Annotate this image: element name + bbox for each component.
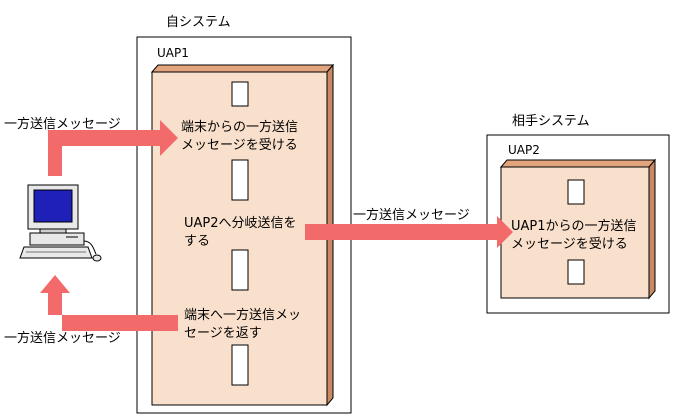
uap1-step-branch-line2: する bbox=[184, 234, 211, 249]
uap2-step-receive-line2: メッセージを受ける bbox=[511, 237, 628, 252]
incoming-message-label: 一方送信メッセージ bbox=[4, 117, 121, 132]
uap1-step-branch: UAP2へ分岐送信を する bbox=[184, 215, 297, 251]
branch-message-label: 一方送信メッセージ bbox=[353, 208, 470, 223]
uap1-slot-1 bbox=[231, 81, 249, 107]
uap2-step-receive-line1: UAP1からの一方送信 bbox=[511, 219, 637, 234]
uap1-block bbox=[150, 63, 335, 407]
own-system-title: 自システム bbox=[166, 15, 231, 30]
outgoing-message-label: 一方送信メッセージ bbox=[4, 331, 121, 346]
uap1-slot-3 bbox=[231, 249, 249, 291]
uap2-slot-1 bbox=[567, 179, 585, 205]
uap1-label: UAP1 bbox=[157, 46, 189, 60]
incoming-arrow bbox=[48, 120, 178, 176]
uap1-step-receive-line2: メッセージを受ける bbox=[181, 138, 298, 153]
uap1-step-receive: 端末からの一方送信 メッセージを受ける bbox=[181, 119, 298, 155]
desktop-computer-icon bbox=[19, 184, 102, 262]
uap1-slot-2 bbox=[231, 159, 249, 201]
outgoing-arrow bbox=[40, 275, 178, 331]
uap1-step-reply-line1: 端末へ一方送信メッ bbox=[184, 308, 302, 323]
uap2-slot-2 bbox=[567, 259, 585, 285]
partner-system-title: 相手システム bbox=[512, 114, 590, 129]
branch-arrow bbox=[305, 216, 513, 248]
uap1-step-receive-line1: 端末からの一方送信 bbox=[181, 120, 299, 135]
uap1-step-reply: 端末へ一方送信メッ セージを返す bbox=[184, 307, 301, 343]
uap1-slot-4 bbox=[231, 344, 249, 386]
uap1-step-branch-line1: UAP2へ分岐送信を bbox=[184, 216, 297, 231]
uap2-step-receive: UAP1からの一方送信 メッセージを受ける bbox=[511, 218, 637, 254]
uap1-step-reply-line2: セージを返す bbox=[184, 326, 262, 341]
uap2-label: UAP2 bbox=[508, 143, 540, 157]
